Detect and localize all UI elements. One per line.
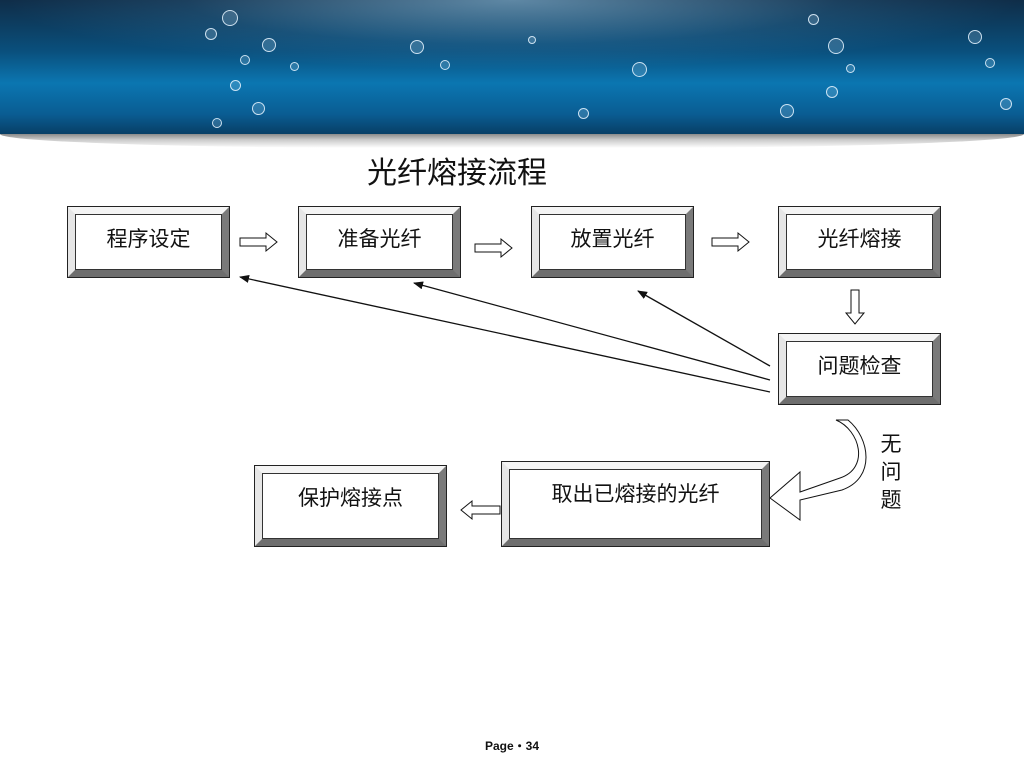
bubble-decoration — [252, 102, 265, 115]
feedback-arrow-to-place-fiber — [637, 290, 771, 367]
bubble-decoration — [440, 60, 450, 70]
node-label: 光纤熔接 — [786, 214, 933, 270]
bubble-decoration — [828, 38, 844, 54]
bubble-decoration — [808, 14, 819, 25]
node-protect-point: 保护熔接点 — [254, 465, 447, 547]
node-label: 问题检查 — [786, 341, 933, 397]
bubble-decoration — [230, 80, 241, 91]
block-arrow-right — [239, 231, 278, 253]
node-bevel — [255, 466, 446, 546]
node-bevel — [68, 207, 229, 277]
edge-label-no-problem: 无 问 题 — [876, 430, 906, 514]
feedback-arrow-to-program-setup — [239, 274, 771, 393]
bubble-decoration — [528, 36, 536, 44]
bubble-decoration — [410, 40, 424, 54]
node-bevel — [299, 207, 460, 277]
block-arrow-right — [711, 231, 750, 253]
bubble-decoration — [780, 104, 794, 118]
block-arrow-left — [460, 499, 501, 521]
banner-shadow — [0, 134, 1024, 148]
node-label: 保护熔接点 — [262, 473, 439, 539]
edge-label-char: 问 — [880, 460, 902, 484]
bubble-decoration — [212, 118, 222, 128]
node-place-fiber: 放置光纤 — [531, 206, 694, 278]
bubble-decoration — [985, 58, 995, 68]
banner-sheen — [0, 0, 1024, 70]
node-bevel — [532, 207, 693, 277]
bubble-decoration — [846, 64, 855, 73]
bubble-decoration — [826, 86, 838, 98]
node-label: 放置光纤 — [539, 214, 686, 270]
node-label: 取出已熔接的光纤 — [509, 469, 762, 539]
node-bevel — [779, 334, 940, 404]
curved-arrow — [769, 419, 867, 521]
node-label: 准备光纤 — [306, 214, 453, 270]
bubble-decoration — [262, 38, 276, 52]
bubble-decoration — [578, 108, 589, 119]
edge-label-char: 题 — [880, 488, 902, 512]
block-arrow-right — [474, 237, 513, 259]
bubble-decoration — [240, 55, 250, 65]
header-banner — [0, 0, 1024, 134]
node-bevel — [502, 462, 769, 546]
page-title: 光纤熔接流程 — [367, 156, 547, 191]
node-problem-check: 问题检查 — [778, 333, 941, 405]
page-number: Page・34 — [484, 739, 540, 753]
bubble-decoration — [632, 62, 647, 77]
node-prepare-fiber: 准备光纤 — [298, 206, 461, 278]
feedback-arrow-to-prepare-fiber — [413, 281, 771, 381]
node-program-setup: 程序设定 — [67, 206, 230, 278]
block-arrow-down — [844, 289, 866, 325]
bubble-decoration — [222, 10, 238, 26]
edge-label-char: 无 — [880, 432, 902, 456]
bubble-decoration — [1000, 98, 1012, 110]
bubble-decoration — [290, 62, 299, 71]
node-label: 程序设定 — [75, 214, 222, 270]
node-bevel — [779, 207, 940, 277]
node-remove-fiber: 取出已熔接的光纤 — [501, 461, 770, 547]
bubble-decoration — [205, 28, 217, 40]
node-fiber-splice: 光纤熔接 — [778, 206, 941, 278]
bubble-decoration — [968, 30, 982, 44]
